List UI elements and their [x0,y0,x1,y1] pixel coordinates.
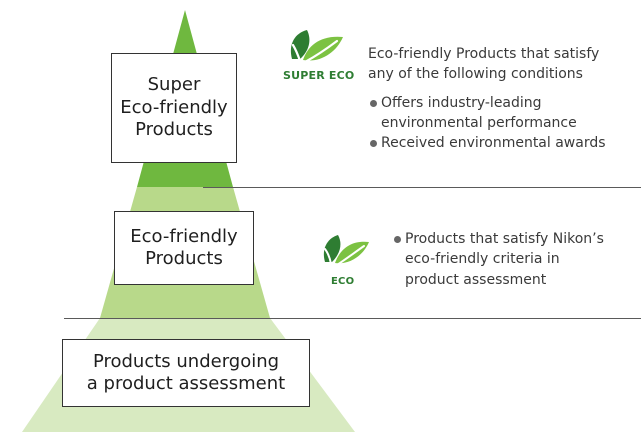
super-eco-description: Eco-friendly Products that satisfy any o… [368,44,618,153]
eco-bullet-item: Products that satisfy Nikon’s eco-friend… [394,229,632,290]
super-eco-products-box: Super Eco-friendly Products [111,53,237,163]
eco-description: Products that satisfy Nikon’s eco-friend… [394,229,632,290]
top-divider-line [203,187,641,188]
leaf-icon [323,235,369,266]
super-eco-bullet-item: Offers industry-leading environmental pe… [370,93,618,134]
super-eco-heading: Eco-friendly Products that satisfy any o… [368,46,600,83]
leaf-icon [290,30,343,64]
bottom-divider-line [64,318,641,319]
eco-logo-text: ECO [331,276,355,287]
super-eco-bullet-item: Received environmental awards [370,133,618,153]
super-eco-logo-icon [290,30,343,64]
product-assessment-box: Products undergoing a product assessment [62,339,310,407]
eco-products-box: Eco-friendly Products [114,211,254,285]
eco-logo-icon [323,235,369,266]
super-eco-bullet-list: Offers industry-leading environmental pe… [370,93,618,154]
super-eco-logo-text: SUPER ECO [283,69,355,82]
